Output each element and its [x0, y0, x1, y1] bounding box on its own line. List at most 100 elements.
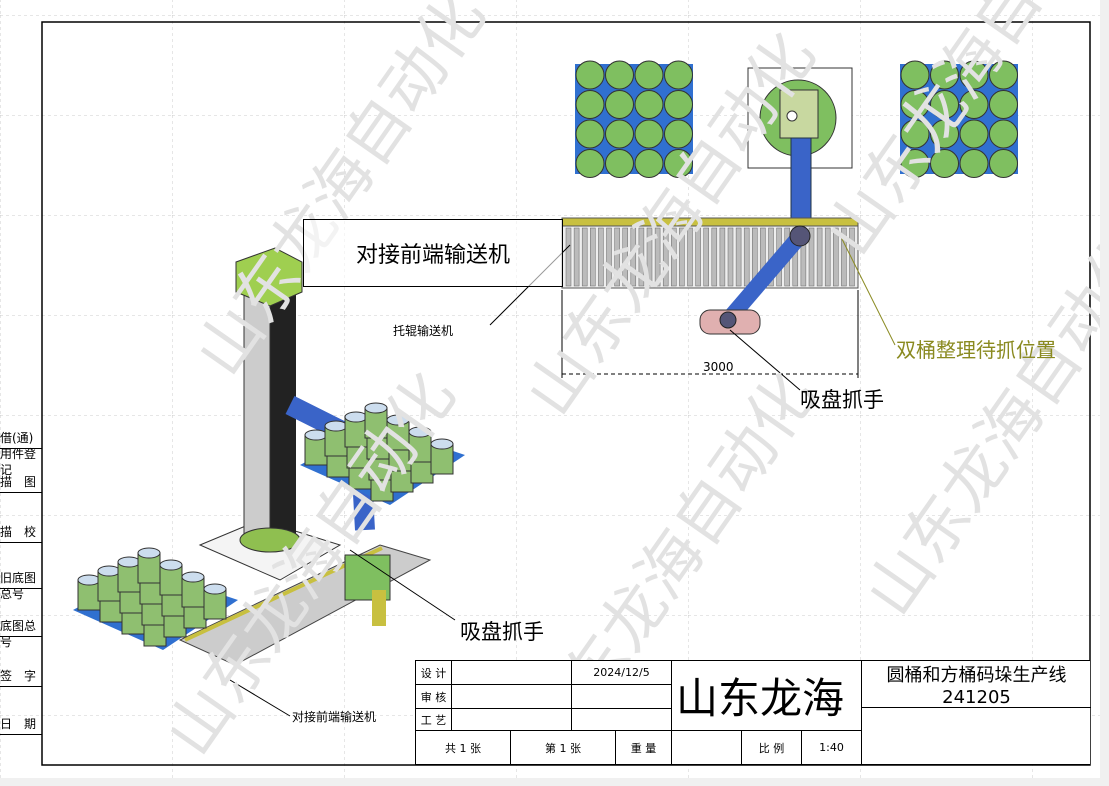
scale-value: 1:40 — [802, 731, 862, 764]
bucket — [634, 119, 664, 149]
bucket — [900, 90, 930, 119]
side-field: 描 图 — [0, 474, 42, 493]
bucket — [575, 119, 605, 149]
roller — [808, 227, 815, 287]
roller — [590, 227, 596, 287]
roller — [598, 227, 604, 287]
bucket — [605, 119, 634, 149]
bucket — [664, 119, 693, 149]
roller — [743, 227, 750, 287]
review-label: 审 核 — [416, 685, 452, 709]
pallet-top-view — [900, 60, 1018, 178]
bucket — [664, 90, 693, 119]
process-cell — [452, 709, 572, 731]
roller — [841, 227, 847, 287]
bucket — [664, 60, 693, 90]
bucket — [989, 60, 1018, 90]
roller — [638, 227, 645, 287]
front-conveyor-label-box: 对接前端输送机 — [303, 219, 563, 287]
drawing-title: 圆桶和方桶码垛生产线241205 — [862, 661, 1091, 708]
front-conveyor-label-bottom: 对接前端输送机 — [292, 710, 377, 724]
pallet-top-view — [575, 60, 693, 178]
bucket — [900, 60, 930, 90]
side-field: 描 校 — [0, 524, 42, 543]
roller — [824, 227, 831, 287]
bucket — [930, 90, 959, 119]
side-field: 底图总号 — [0, 618, 42, 649]
roller — [654, 227, 661, 287]
bucket — [900, 119, 930, 149]
process-label: 工 艺 — [416, 709, 452, 731]
bucket — [930, 60, 959, 90]
bucket — [605, 149, 634, 178]
roller — [646, 227, 653, 287]
roller — [614, 227, 620, 287]
process-date-cell — [572, 709, 672, 731]
bucket — [930, 149, 959, 178]
roller — [630, 227, 637, 287]
side-field: 借(通)用件登记 — [0, 430, 42, 477]
dimension-label: 3000 — [703, 360, 734, 374]
bucket — [989, 119, 1018, 149]
review-cell — [452, 685, 572, 709]
bucket — [959, 90, 989, 119]
design-label: 设 计 — [416, 661, 452, 685]
bucket — [634, 60, 664, 90]
roller — [622, 227, 628, 287]
bucket — [930, 119, 959, 149]
weight-label: 重 量 — [616, 731, 672, 764]
bucket — [989, 149, 1018, 178]
bucket — [989, 90, 1018, 119]
gripper-label-bottom: 吸盘抓手 — [460, 620, 544, 644]
bucket — [605, 90, 634, 119]
total-sheets: 共 1 张 — [416, 731, 511, 764]
bucket — [959, 149, 989, 178]
roller — [735, 227, 742, 287]
title-block: 设 计 2024/12/5 审 核 工 艺 山东龙海 圆桶和方桶码垛生产线241… — [415, 660, 1091, 765]
bucket — [900, 149, 930, 178]
sheet-number: 第 1 张 — [511, 731, 616, 764]
gripper-label-top: 吸盘抓手 — [800, 388, 884, 412]
roller — [565, 227, 572, 287]
roller — [662, 227, 669, 287]
side-field: 日 期 — [0, 716, 42, 735]
bucket — [634, 149, 664, 178]
roller-conveyor-top — [489, 217, 896, 391]
roller — [695, 227, 701, 287]
weight-value — [672, 731, 742, 764]
bucket — [605, 60, 634, 90]
roller — [581, 227, 588, 287]
review-date-cell — [572, 685, 672, 709]
roller — [679, 227, 685, 287]
roller — [711, 227, 718, 287]
roller — [833, 227, 839, 287]
bucket — [575, 149, 605, 178]
palletizer-iso — [178, 247, 456, 717]
design-cell — [452, 661, 572, 685]
bucket — [575, 60, 605, 90]
date: 2024/12/5 — [572, 661, 672, 685]
side-field: 签 字 — [0, 668, 42, 687]
company-name: 山东龙海 — [672, 661, 862, 731]
side-field: 旧底图总号 — [0, 570, 42, 601]
roller — [671, 227, 677, 287]
roller — [727, 227, 734, 287]
roller — [719, 227, 726, 287]
double-bucket-label: 双桶整理待抓位置 — [896, 338, 1056, 362]
roller-conveyor-label: 托辊输送机 — [393, 324, 454, 338]
bucket — [634, 90, 664, 119]
bucket — [959, 119, 989, 149]
bucket — [664, 149, 693, 178]
roller — [816, 227, 823, 287]
bucket — [575, 90, 605, 119]
roller — [703, 227, 709, 287]
scale-label: 比 例 — [742, 731, 802, 764]
robot-top-view — [747, 67, 853, 227]
roller — [606, 227, 612, 287]
roller — [687, 227, 693, 287]
frame-border — [41, 21, 1091, 766]
blank-cell — [862, 708, 1091, 764]
roller — [573, 227, 580, 287]
roller — [849, 227, 855, 287]
